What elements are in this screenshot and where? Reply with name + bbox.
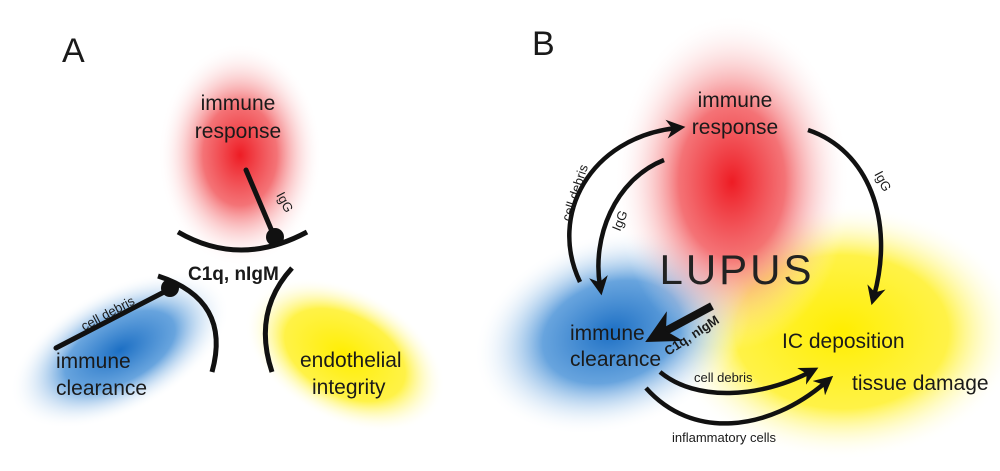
c1q-arrow-b <box>645 302 714 342</box>
arc-right-a <box>262 266 294 373</box>
immune-response-label-b: immune <box>698 89 773 112</box>
igg-inner-label-b: IgG <box>609 208 631 233</box>
inflammatory-cells-label-b: inflammatory cells <box>672 430 777 445</box>
c1q-nigm-label-a: C1q, nIgM <box>188 264 279 285</box>
cell-debris-inhibitor-line-a <box>53 287 171 351</box>
cell-debris-arrow-b <box>567 119 686 283</box>
arc-top-a <box>176 229 309 253</box>
endothelial-label-a: endothelial <box>300 349 402 372</box>
immune-clearance-label-b-2: clearance <box>570 348 661 371</box>
immune-response-label-a: immune <box>201 92 276 115</box>
tissue-damage-label-b: tissue damage <box>852 372 989 395</box>
immune-clearance-label-a: immune <box>56 350 131 373</box>
cell-debris-bottom-arrow-b <box>658 367 819 396</box>
cell-debris-inhibitor-head-a <box>161 279 179 297</box>
panel-b: B immune response LUPUS cell debris IgG … <box>473 14 1000 460</box>
panel-b-letter: B <box>532 25 555 63</box>
immune-response-blob-a <box>158 43 322 267</box>
cell-debris-label-b: cell debris <box>559 162 592 223</box>
immune-clearance-label-a-2: clearance <box>56 377 147 400</box>
igg-inner-arrow-b <box>589 157 665 296</box>
cell-debris-bottom-label-b: cell debris <box>694 370 753 385</box>
endothelial-label-a-2: integrity <box>312 376 386 399</box>
igg-right-label-b: IgG <box>871 168 894 194</box>
endothelial-blob-a <box>244 277 446 433</box>
immune-response-label-a-2: response <box>195 120 281 143</box>
panel-a-letter: A <box>62 32 85 70</box>
immune-response-label-b-2: response <box>692 116 778 139</box>
igg-right-arrow-b <box>807 127 886 306</box>
immune-clearance-label-b: immune <box>570 322 645 345</box>
panel-a: A immune response IgG C1q, nIgM cell deb… <box>10 32 446 433</box>
inflammatory-cells-arrow-b <box>644 375 834 426</box>
immune-response-blob-b <box>614 14 850 350</box>
igg-inhibitor-line-a <box>243 167 277 239</box>
lupus-label: LUPUS <box>659 246 814 293</box>
immune-clearance-blob-a <box>10 271 230 429</box>
ic-deposition-label-b: IC deposition <box>782 330 905 353</box>
